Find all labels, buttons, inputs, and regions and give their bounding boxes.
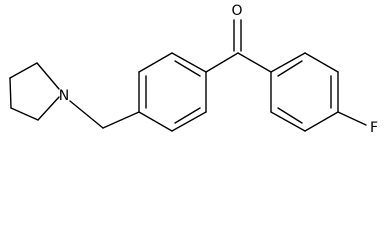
bond-c2-c3 (10, 107, 39, 121)
ring1-double-3 (174, 107, 201, 124)
ring2-double-1 (277, 60, 303, 77)
bond-ch2-ring (102, 111, 140, 129)
ring1-bond-6 (138, 111, 173, 132)
atom-label-fluorine: F (370, 120, 378, 136)
bond-n-c2 (37, 96, 60, 121)
ring2-bond-1 (270, 52, 306, 73)
ring2-double-3 (277, 107, 303, 124)
benzene-ring-central (138, 52, 207, 132)
benzene-ring-fluorophenyl (270, 52, 339, 132)
ring2-bond-4 (304, 111, 339, 132)
bond-c5-n (36, 62, 60, 90)
bond-n-ch2 (69, 100, 104, 129)
bond-c4-c5 (9, 62, 38, 79)
ring1-bond-3 (171, 52, 207, 73)
atom-label-nitrogen: N (59, 88, 69, 104)
ring1-double-2 (174, 60, 201, 77)
ring2-bond-5 (270, 111, 306, 132)
bond-c3-c4 (9, 77, 12, 109)
atom-label-oxygen: O (231, 3, 242, 19)
bond-ring2-fluorine (337, 111, 367, 126)
methylene-linker (69, 100, 140, 129)
chemical-structure-diagram: O N F (9, 3, 378, 136)
ring1-bond-2 (138, 52, 173, 73)
ring1-bond-5 (171, 111, 207, 132)
ring2-bond-2 (304, 52, 339, 73)
carbonyl-group (205, 19, 272, 73)
bond-ring1-carbonyl (205, 52, 239, 73)
bond-carbonyl-ring2 (237, 52, 272, 73)
pyrrolidine-ring (9, 62, 60, 121)
